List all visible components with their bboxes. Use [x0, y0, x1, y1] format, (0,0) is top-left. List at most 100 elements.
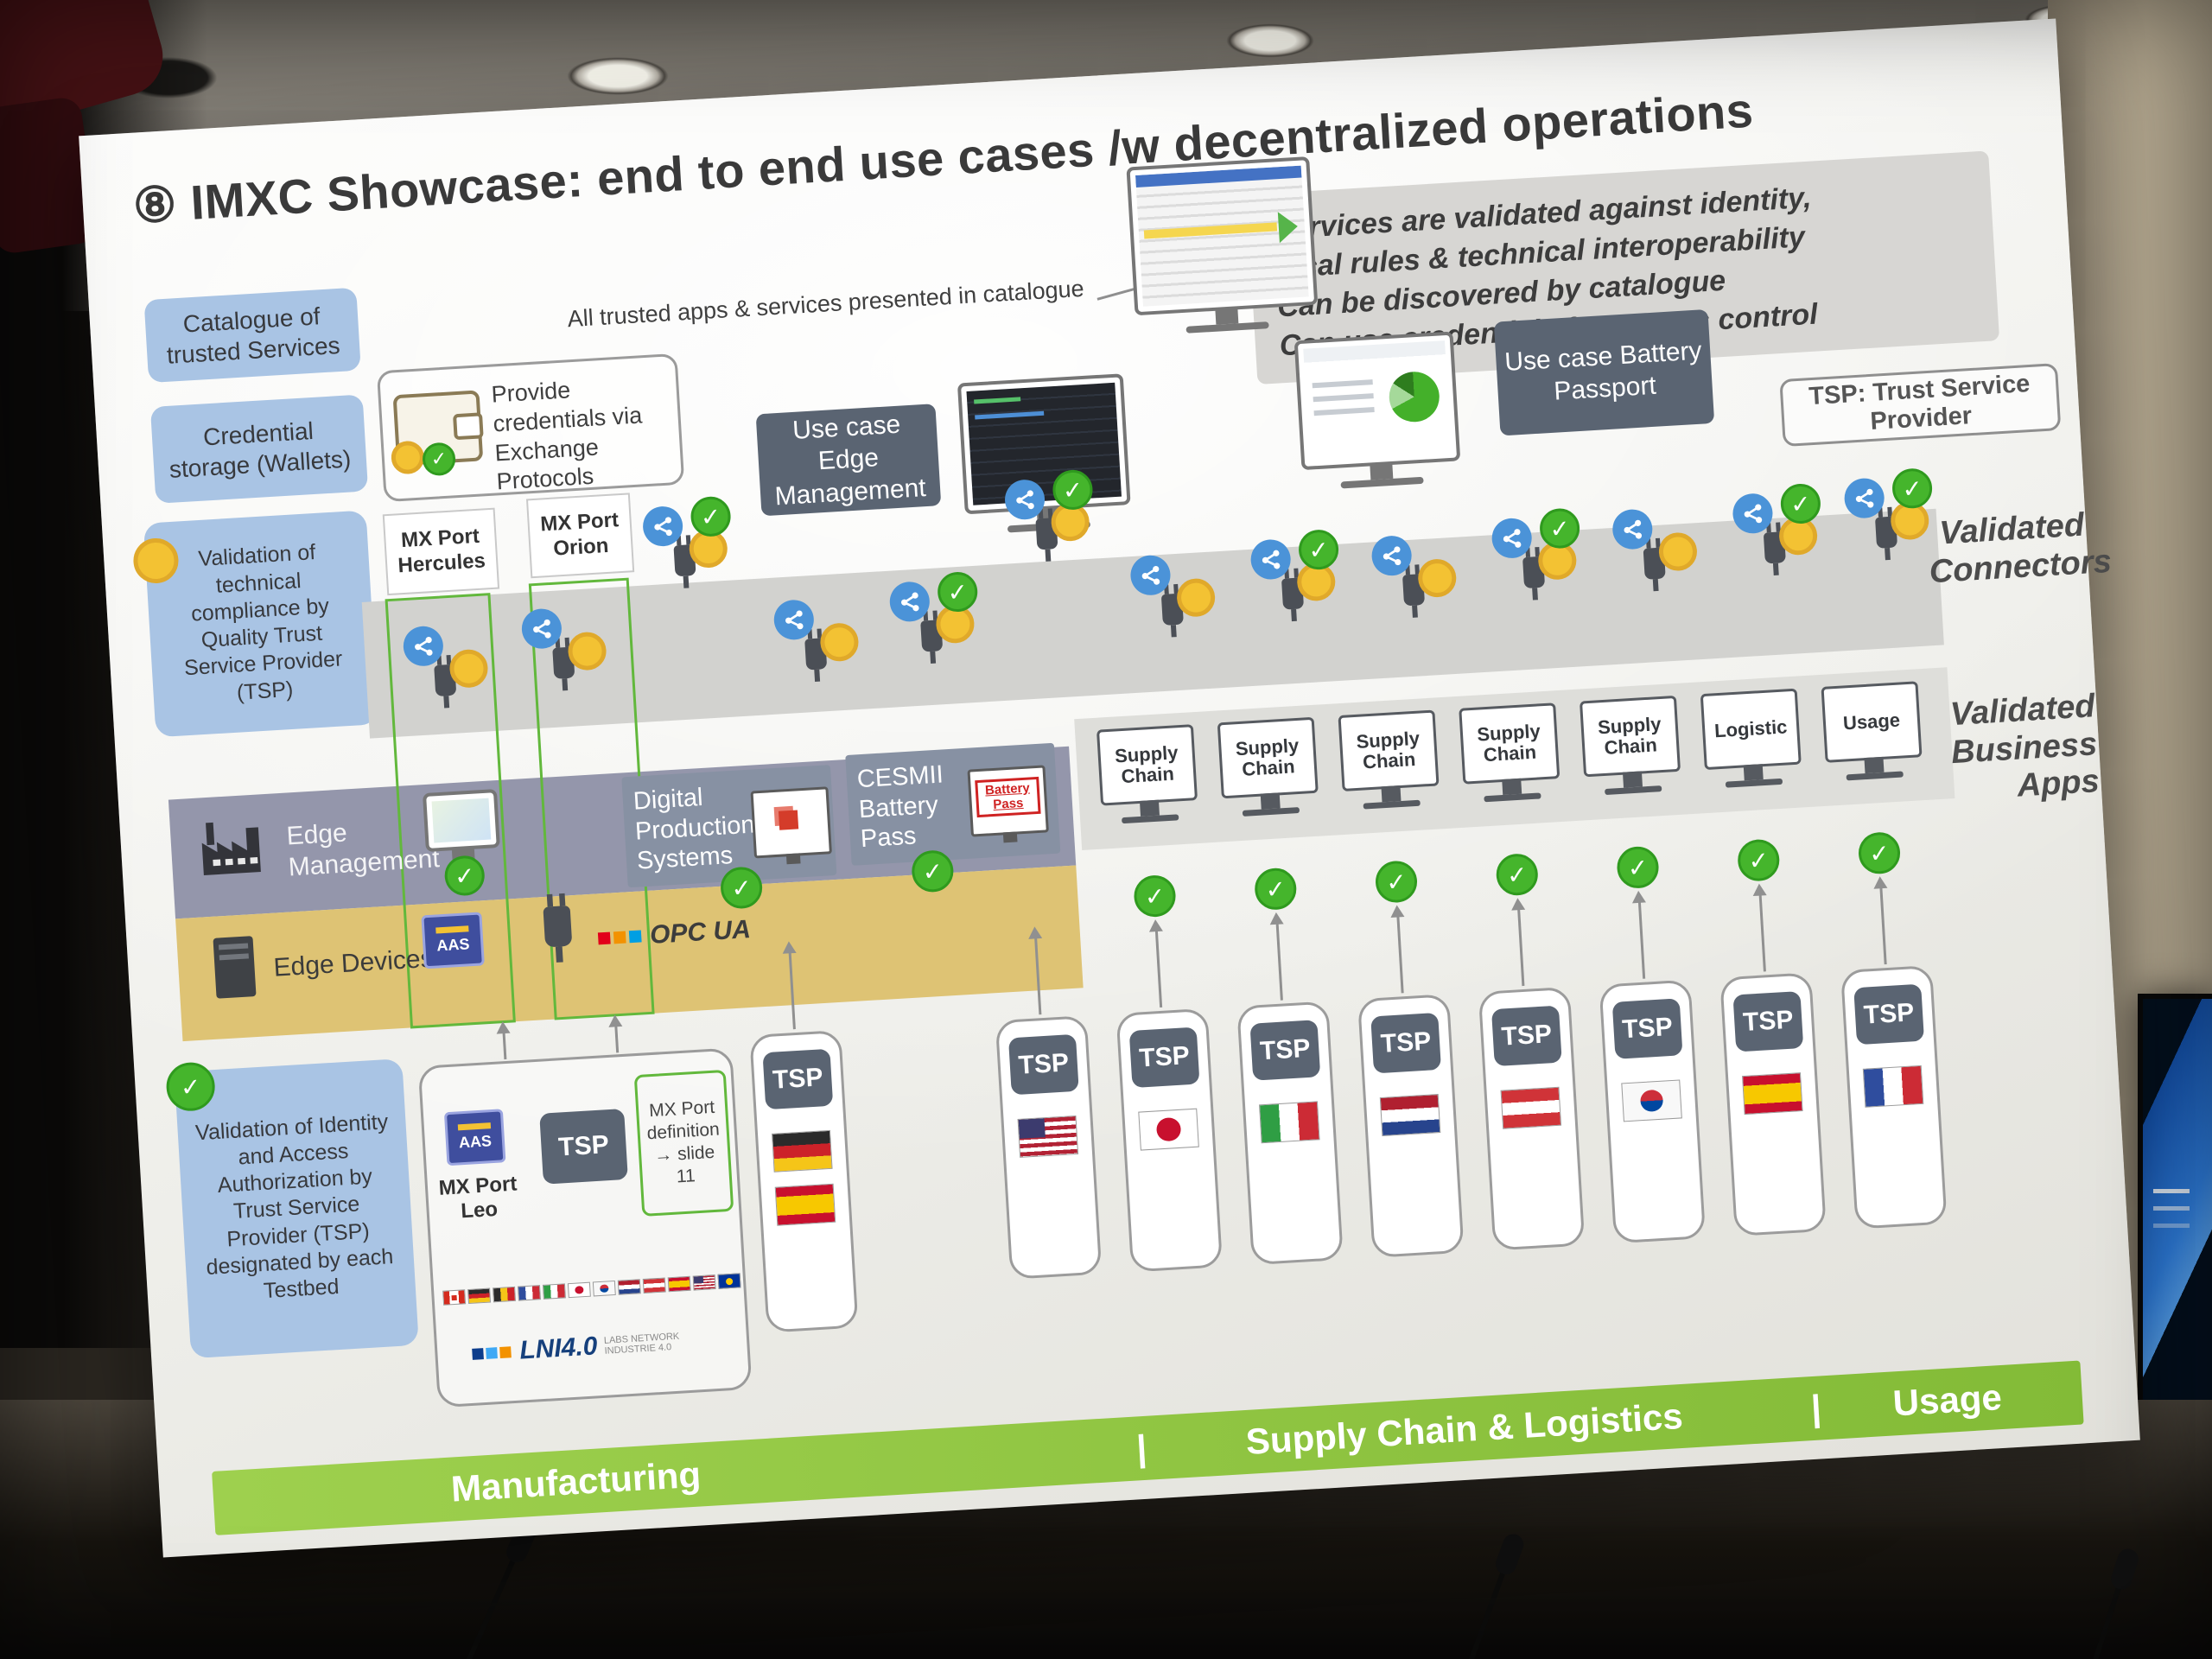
flag-fr — [1862, 1065, 1924, 1108]
network-glyph — [1015, 489, 1034, 509]
validated-seal-icon — [1133, 874, 1177, 918]
cesmii-battery-pass-box: CESMII Battery Pass Battery Pass — [845, 742, 1061, 866]
catalogue-annotation: All trusted apps & services presented in… — [566, 275, 1085, 333]
connector-cluster — [1843, 467, 1935, 576]
app-label: Usage — [1842, 709, 1901, 734]
flag-nl — [1379, 1094, 1441, 1137]
validated-seal-icon — [1891, 467, 1934, 510]
plug-icon — [543, 905, 573, 963]
validated-apps-label: Validated Business Apps — [1948, 688, 2101, 805]
connector-clusters — [79, 18, 2056, 709]
opcua-logo-squares — [597, 931, 611, 945]
network-glyph — [1744, 504, 1762, 523]
up-arrow — [1637, 895, 1646, 979]
battery-screen — [1303, 340, 1452, 461]
flag-jp — [1138, 1108, 1199, 1151]
connector-node-icon — [1370, 534, 1413, 577]
connector-cluster — [772, 596, 864, 698]
connector-cluster — [1491, 507, 1582, 616]
validated-seal-icon — [1374, 860, 1419, 904]
mx-port-leo-label: MX Port Leo — [437, 1172, 518, 1223]
tsp-station: TSP — [1357, 994, 1465, 1258]
flag-it — [1259, 1101, 1320, 1144]
lni40-logo: LNI4.0 LABS NETWORK INDUSTRIE 4.0 — [472, 1325, 701, 1369]
connector-node-icon — [1491, 517, 1533, 560]
validated-seal-icon — [421, 442, 457, 477]
validated-seal-icon — [1538, 507, 1581, 550]
connector-cluster — [1003, 468, 1096, 578]
tsp-box: TSP — [1128, 1027, 1200, 1089]
flag-kr — [1621, 1079, 1682, 1122]
tsp-box: TSP — [539, 1108, 628, 1185]
aas-badge: AAS — [443, 1109, 506, 1166]
catalogue-monitor-icon — [1126, 156, 1319, 334]
validated-seal-icon — [1052, 468, 1094, 512]
connector-node-icon — [641, 505, 684, 548]
lni-logo-squares — [472, 1347, 484, 1360]
factory-icon — [201, 822, 261, 875]
connector-node-icon — [1611, 508, 1654, 550]
flag-de-mini — [467, 1287, 492, 1305]
table-header-bar — [1135, 165, 1302, 188]
connector-cluster — [402, 622, 494, 724]
validation-identity-box: Validation of Identity and Access Author… — [174, 1058, 419, 1359]
tsp-box: TSP — [762, 1048, 834, 1110]
edge-mini-monitor-icon — [422, 789, 500, 865]
validated-seal-icon — [1736, 838, 1781, 882]
tsp-box: TSP — [1370, 1012, 1441, 1074]
connector-node-icon — [1249, 538, 1292, 581]
pie-chart-icon — [1388, 370, 1441, 423]
connector-node-icon — [1732, 492, 1774, 535]
up-arrow — [1154, 924, 1163, 1007]
tsp-station: TSP — [1116, 1007, 1224, 1273]
network-glyph — [1262, 550, 1280, 569]
business-app-monitor: Supply Chain — [1096, 724, 1198, 806]
connector-node-icon — [1843, 477, 1885, 519]
catalogue-box: Catalogue of trusted Services — [143, 287, 361, 384]
validated-seal-icon — [1253, 867, 1298, 912]
business-app-monitor: Logistic — [1700, 688, 1802, 771]
connector-node-icon — [402, 625, 445, 668]
battery-monitor-icon — [1294, 331, 1461, 489]
green-chevron-icon — [1277, 209, 1314, 244]
tsp-legend-box: TSP: Trust Service Provider — [1779, 363, 2062, 448]
app-label: Supply Chain — [1114, 741, 1179, 788]
mini-screen — [431, 798, 492, 843]
up-arrow — [613, 1020, 620, 1053]
flag-de — [772, 1129, 833, 1173]
up-arrow — [1395, 910, 1404, 994]
business-app-monitor: Supply Chain — [1338, 709, 1440, 792]
up-arrow — [1275, 917, 1283, 1001]
slide: ⑧ IMXC Showcase: end to end use cases /w… — [79, 18, 2140, 1557]
flag-be-mini — [493, 1286, 517, 1303]
flag-jp-mini — [567, 1281, 591, 1299]
tsp-box: TSP — [1611, 998, 1683, 1059]
battery-pass-monitor-icon: Battery Pass — [967, 765, 1049, 837]
validated-seal-icon — [1495, 852, 1540, 897]
ceiling-light — [553, 52, 683, 100]
dps-label: Digital Production Systems — [632, 783, 756, 875]
terminal-line — [975, 410, 1045, 420]
credential-storage-box: Credential storage (Wallets) — [149, 394, 369, 504]
network-glyph — [785, 610, 804, 629]
tsp-station: TSP — [1236, 1001, 1344, 1266]
tsp-box: TSP — [1853, 983, 1925, 1046]
app-label: Supply Chain — [1597, 713, 1662, 759]
flag-us-mini — [692, 1274, 716, 1291]
business-app-monitor: Supply Chain — [1459, 702, 1560, 785]
footer-usage: Usage — [1891, 1376, 2004, 1424]
flag-es-mini — [667, 1275, 691, 1293]
mx-port-orion-label: MX Port Orion — [525, 493, 635, 579]
footer-manufacturing: Manufacturing — [449, 1453, 702, 1510]
lni-sublabel: LABS NETWORK INDUSTRIE 4.0 — [603, 1331, 680, 1357]
flag-eu-mini — [717, 1273, 741, 1289]
monitor-stand — [1370, 462, 1394, 480]
flag-kr-mini — [592, 1280, 616, 1297]
business-app-monitor: Supply Chain — [1580, 695, 1681, 778]
provide-credentials-group: Provide credentials via Exchange Protoco… — [376, 353, 685, 503]
validated-seal-icon — [1616, 845, 1660, 890]
tsp-station: TSP — [1599, 979, 1707, 1244]
use-case-edge-box: Use case Edge Management — [755, 404, 942, 517]
aas-label: AAS — [458, 1132, 493, 1152]
